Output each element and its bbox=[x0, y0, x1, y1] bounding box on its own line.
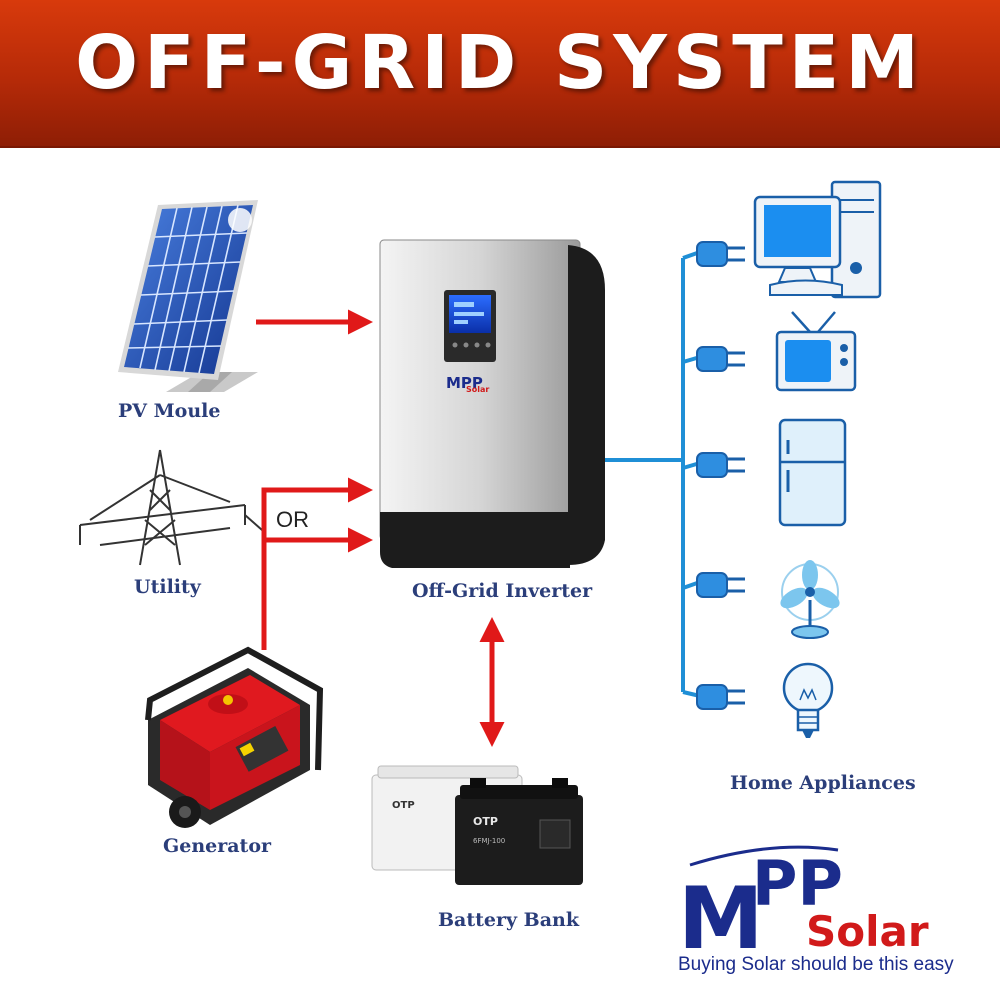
tv-icon bbox=[775, 311, 857, 392]
load-wiring bbox=[605, 250, 701, 698]
home-appliances-label: Home Appliances bbox=[730, 772, 916, 794]
battery-model: 6FMJ-100 bbox=[473, 837, 505, 845]
inverter-brand-sub: Solar bbox=[466, 385, 489, 394]
battery-back-brand: OTP bbox=[392, 800, 415, 811]
mpp-solar-logo: M PP Solar bbox=[678, 845, 929, 969]
plug-icon bbox=[696, 572, 745, 598]
battery-front-brand: OTP bbox=[473, 815, 498, 828]
utility-label: Utility bbox=[134, 576, 201, 598]
plug-icon bbox=[696, 346, 745, 372]
battery-icon: OTP OTP 6FMJ-100 bbox=[371, 765, 583, 885]
page-title: OFF-GRID SYSTEM bbox=[75, 20, 925, 106]
inverter-icon: MPP Solar bbox=[379, 239, 605, 568]
solar-panel-icon bbox=[118, 200, 258, 392]
title-banner: OFF-GRID SYSTEM bbox=[0, 0, 1000, 148]
generator-icon bbox=[145, 646, 324, 828]
or-label: OR bbox=[276, 507, 309, 532]
computer-icon bbox=[753, 180, 882, 299]
fridge-icon bbox=[778, 418, 847, 527]
plug-icon bbox=[696, 452, 745, 478]
power-tower-icon bbox=[79, 449, 263, 566]
plug-icon bbox=[696, 684, 745, 710]
bulb-icon bbox=[782, 662, 834, 738]
svg-text:Solar: Solar bbox=[806, 907, 929, 956]
inverter-brand-mark: MPP bbox=[446, 374, 483, 392]
inverter-label: Off-Grid Inverter bbox=[412, 580, 593, 602]
generator-label: Generator bbox=[163, 835, 271, 857]
battery-bank-label: Battery Bank bbox=[438, 909, 580, 931]
generator-to-inverter-arrow bbox=[261, 477, 373, 650]
plug-icon bbox=[696, 241, 745, 267]
fan-icon bbox=[780, 560, 840, 639]
svg-text:PP: PP bbox=[752, 847, 843, 920]
logo-tagline: Buying Solar should be this easy bbox=[678, 954, 954, 975]
pv-module-label: PV Moule bbox=[118, 400, 221, 422]
svg-text:M: M bbox=[678, 869, 764, 969]
